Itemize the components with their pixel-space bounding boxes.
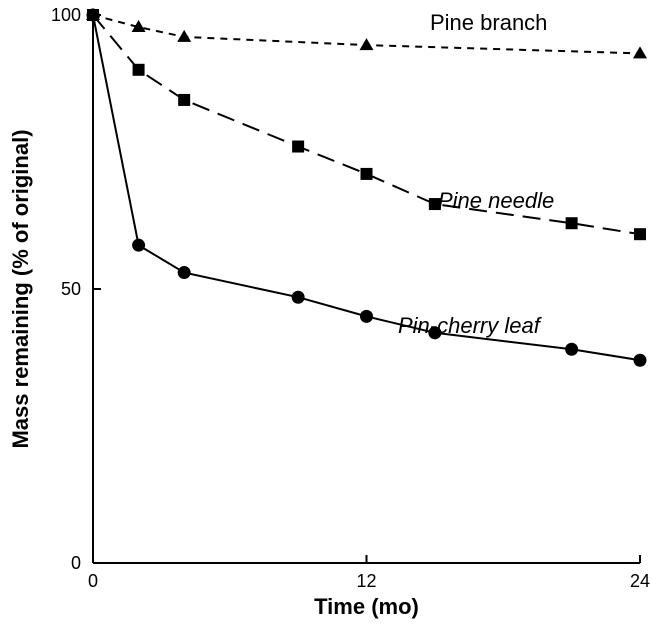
data-point	[291, 290, 305, 304]
x-tick-label: 24	[630, 571, 650, 591]
data-point	[565, 342, 579, 356]
y-axis-title: Mass remaining (% of original)	[8, 129, 33, 448]
series-label-pine-needle: Pine needle	[438, 188, 554, 213]
data-point	[360, 167, 373, 180]
data-point	[360, 309, 373, 323]
data-point	[428, 198, 441, 211]
data-point	[633, 353, 647, 367]
series-0	[86, 8, 647, 59]
data-point	[178, 93, 191, 106]
y-tick-label: 0	[71, 553, 81, 573]
data-point	[177, 266, 191, 280]
data-point	[634, 228, 646, 241]
series-2	[86, 8, 647, 367]
series-label-pin-cherry-leaf: Pin-cherry leaf	[398, 313, 543, 338]
series-line	[92, 14, 641, 362]
y-tick-label: 100	[51, 5, 81, 25]
x-tick-label: 12	[356, 571, 376, 591]
data-point	[428, 326, 442, 340]
ticks: 0 50 100 0 12 24	[51, 5, 650, 591]
series-line	[92, 14, 641, 236]
data-point	[565, 217, 578, 230]
y-tick-label: 50	[61, 279, 81, 299]
series-label-pine-branch: Pine branch	[430, 10, 547, 35]
series-layer	[86, 8, 647, 367]
data-point	[292, 140, 305, 153]
data-point	[86, 8, 100, 22]
data-point	[359, 38, 374, 51]
data-point	[131, 20, 146, 33]
data-point	[177, 29, 192, 42]
axes	[92, 15, 640, 564]
x-axis-title: Time (mo)	[314, 594, 419, 619]
data-point	[633, 46, 647, 59]
data-point	[132, 63, 145, 76]
data-point	[132, 238, 146, 252]
x-tick-label: 0	[88, 571, 98, 591]
